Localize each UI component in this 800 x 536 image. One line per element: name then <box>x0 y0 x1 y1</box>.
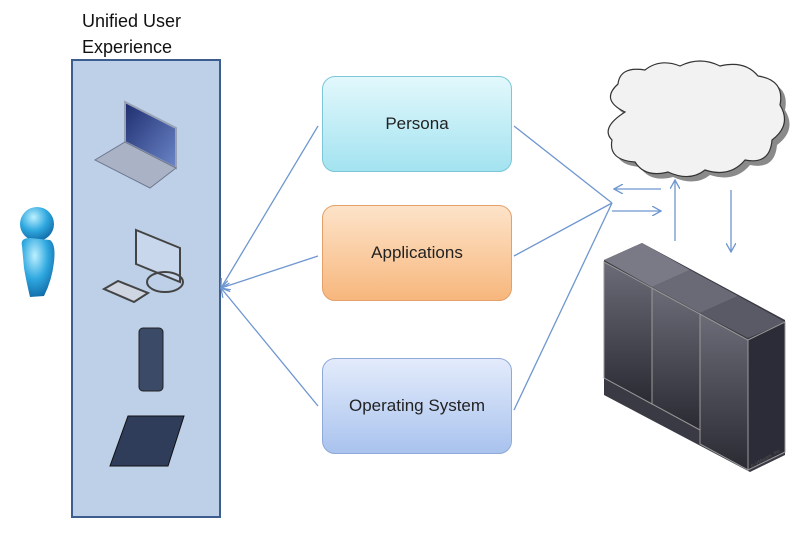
connector-applications-to-hub <box>513 202 613 257</box>
server-racks-icon <box>603 243 786 472</box>
node-applications: Applications <box>322 205 512 301</box>
panel-title: Unified User Experience <box>82 8 181 60</box>
laptop-icon <box>93 100 177 189</box>
node-applications-label: Applications <box>371 243 463 262</box>
node-persona: Persona <box>322 76 512 172</box>
panel-title-line-2: Experience <box>82 37 173 57</box>
desktop-icon <box>101 228 184 304</box>
connector-os-to-panel <box>221 288 319 407</box>
connector-applications-to-panel <box>221 255 319 288</box>
tablet-icon <box>109 415 185 467</box>
panel-title-line-1: Unified User <box>82 11 182 31</box>
node-operating-system: Operating System <box>322 358 512 454</box>
connector-persona-to-hub <box>513 125 613 204</box>
cloud-icon <box>607 60 790 182</box>
node-persona-label: Persona <box>385 114 449 133</box>
phone-icon <box>138 327 164 392</box>
user-icon <box>20 207 55 297</box>
connector-os-to-hub <box>513 202 613 411</box>
node-operating-system-label: Operating System <box>348 396 486 415</box>
connector-persona-to-panel <box>221 125 319 288</box>
